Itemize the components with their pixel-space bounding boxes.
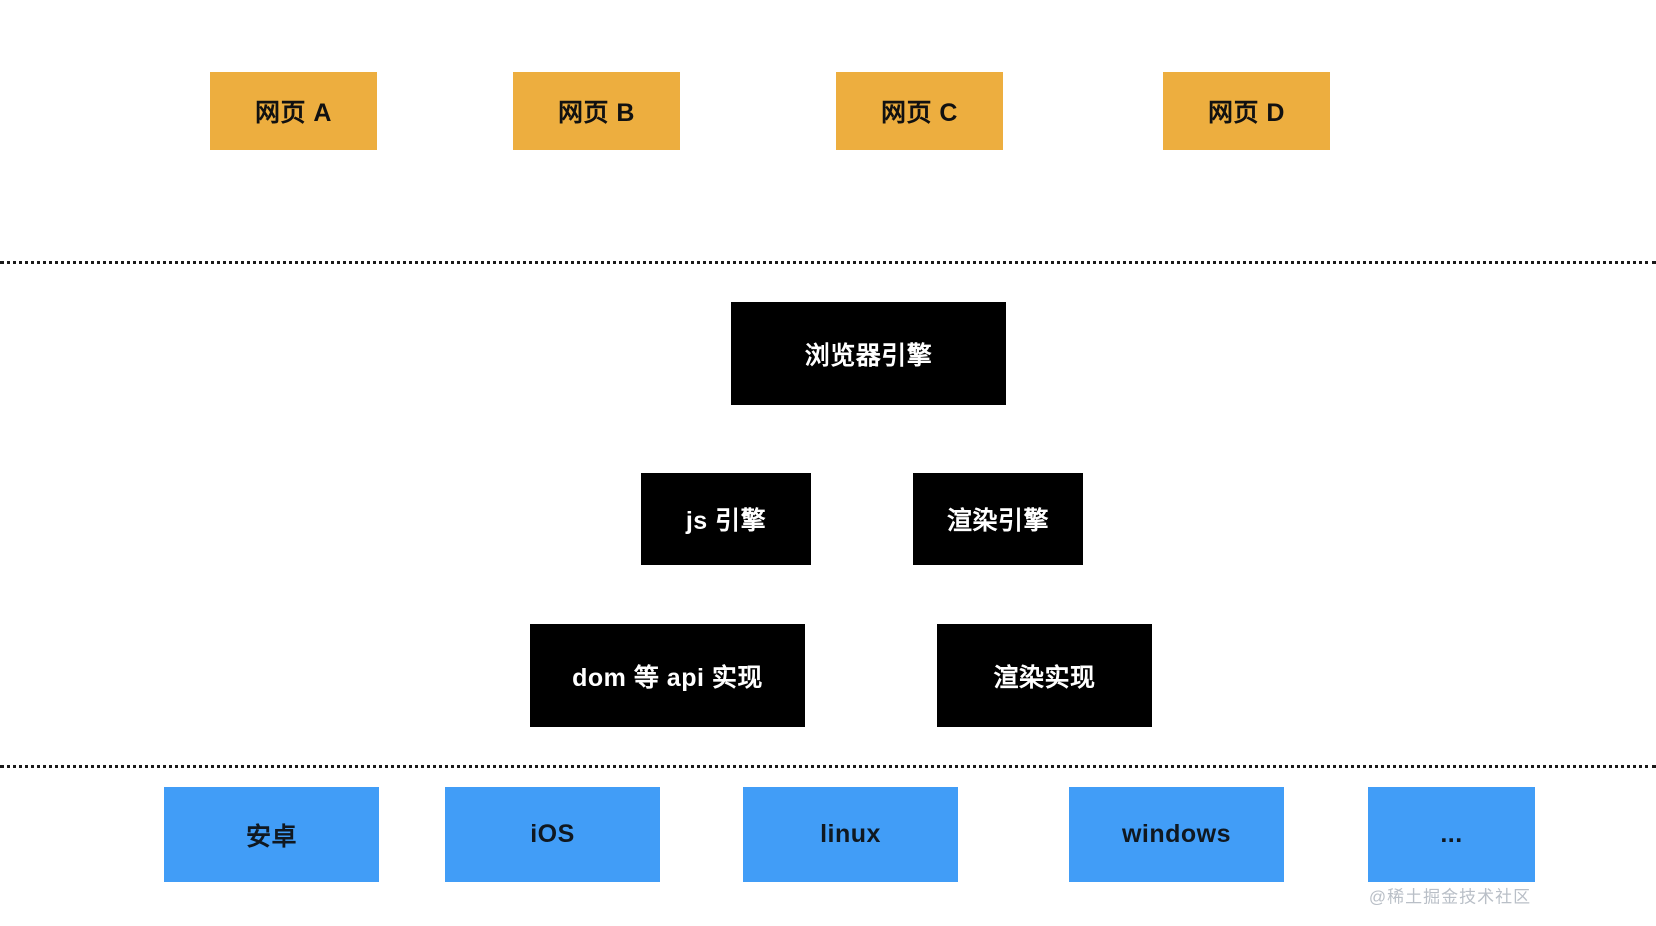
web-page-label-c: 网页 C: [880, 99, 958, 127]
os-label-linux: linux: [820, 820, 881, 848]
os-label-android: 安卓: [245, 822, 297, 851]
web-page-label-b: 网页 B: [557, 99, 635, 127]
os-label-ios: iOS: [530, 820, 575, 848]
web-page-label-d: 网页 D: [1207, 99, 1285, 127]
os-box-android: 安卓: [164, 787, 379, 882]
dom-api-implementation-box: dom 等 api 实现: [530, 624, 805, 727]
render-engine-label: 渲染引擎: [946, 507, 1049, 535]
web-page-box-d: 网页 D: [1163, 72, 1330, 150]
web-page-box-c: 网页 C: [836, 72, 1003, 150]
web-page-box-b: 网页 B: [513, 72, 680, 150]
os-box-windows: windows: [1069, 787, 1284, 882]
divider-above-os: [0, 765, 1656, 768]
web-page-label-a: 网页 A: [254, 99, 332, 127]
js-engine-label: js 引擎: [685, 507, 767, 535]
divider-above-engine: [0, 261, 1656, 264]
os-label-more: ...: [1440, 820, 1463, 848]
web-page-box-a: 网页 A: [210, 72, 377, 150]
watermark: @稀土掘金技术社区: [1368, 887, 1532, 907]
os-box-linux: linux: [743, 787, 958, 882]
dom-api-implementation-label: dom 等 api 实现: [572, 663, 763, 692]
render-engine-box: 渲染引擎: [913, 473, 1083, 565]
js-engine-box: js 引擎: [641, 473, 811, 565]
render-implementation-label: 渲染实现: [993, 663, 1096, 692]
os-label-windows: windows: [1121, 820, 1232, 848]
os-box-ios: iOS: [445, 787, 660, 882]
browser-engine-box: 浏览器引擎: [731, 302, 1006, 405]
browser-engine-label: 浏览器引擎: [804, 341, 933, 370]
render-implementation-box: 渲染实现: [937, 624, 1152, 727]
os-box-more: ...: [1368, 787, 1535, 882]
